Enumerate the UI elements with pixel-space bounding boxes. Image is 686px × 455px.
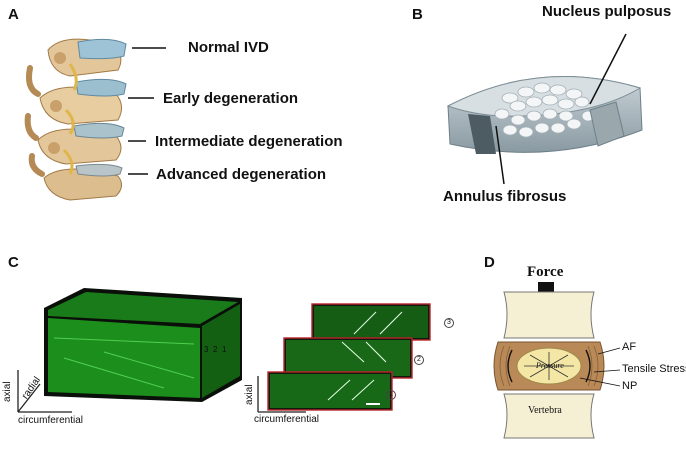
panel-d-letter: D xyxy=(484,254,495,271)
panel-a-letter: A xyxy=(8,6,19,23)
nucleus-cells xyxy=(494,82,595,138)
slice-mark-1: 3 xyxy=(204,345,209,354)
label-annulus-fibrosus: Annulus fibrosus xyxy=(443,188,567,205)
axis-circumferential-label: circumferential xyxy=(18,415,84,426)
axis-axial-right-label: axial xyxy=(244,384,255,405)
disc-pressure-diagram xyxy=(493,282,621,439)
label-early-degeneration: Early degeneration xyxy=(163,90,299,107)
confocal-3d-volume xyxy=(44,288,242,402)
slice-mark-3: 1 xyxy=(222,345,227,354)
axis-triad-right xyxy=(257,376,306,413)
label-nucleus-pulposus: Nucleus pulposus xyxy=(542,3,672,20)
intervertebral-discs xyxy=(73,38,127,177)
axis-axial-label: axial xyxy=(2,381,13,402)
slice-3 xyxy=(311,303,431,341)
panel-a-leader-lines xyxy=(128,47,166,175)
label-tensile-stress: Tensile Stress xyxy=(622,363,686,375)
slice-1 xyxy=(267,371,393,411)
label-intermediate-degeneration: Intermediate degeneration xyxy=(155,133,343,150)
label-advanced-degeneration: Advanced degeneration xyxy=(156,166,327,183)
pressure-label: Pressure xyxy=(536,361,564,370)
panel-b-leader-lines xyxy=(495,33,627,185)
confocal-slices xyxy=(267,303,431,411)
label-vertebra: Vertebra xyxy=(528,405,562,416)
slice-label-1: 1 xyxy=(386,390,396,400)
axis-circumferential-right-label: circumferential xyxy=(254,414,320,425)
spine-illustration xyxy=(24,38,127,201)
label-normal-ivd: Normal IVD xyxy=(188,39,269,56)
panel-c-letter: C xyxy=(8,254,19,271)
force-label: Force xyxy=(527,264,564,280)
label-np: NP xyxy=(622,380,638,392)
label-af: AF xyxy=(622,341,637,353)
slice-label-3: 3 xyxy=(444,318,454,328)
slice-label-2: 2 xyxy=(414,355,424,365)
panel-b-letter: B xyxy=(412,6,423,23)
axis-triad-left xyxy=(17,370,72,413)
slice-mark-2: 2 xyxy=(213,345,218,354)
